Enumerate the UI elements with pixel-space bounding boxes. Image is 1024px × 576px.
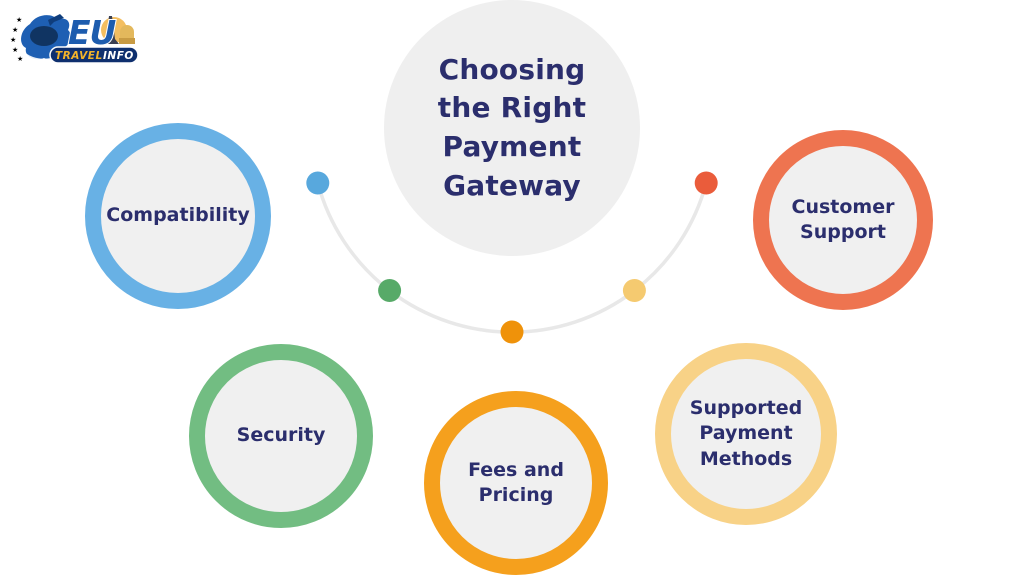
- arc-dot-security: [378, 279, 402, 302]
- airplane-icon: [48, 14, 64, 26]
- logo-eu-text: EU: [68, 13, 117, 52]
- svg-text:★: ★: [12, 26, 18, 34]
- node-label-fees-and-pricing: Fees and Pricing: [468, 458, 564, 506]
- node-circle-security: Security: [189, 344, 373, 528]
- logo-stars: ★ ★ ★ ★ ★: [10, 16, 23, 63]
- eu-travel-info-logo: ★ ★ ★ ★ ★ EU TRAVEL INFO: [10, 12, 139, 64]
- node-circle-compatibility: Compatibility: [85, 123, 271, 309]
- arc-dot-supported-payment-methods: [622, 279, 646, 302]
- building-base: [119, 38, 135, 44]
- center-topic-circle: Choosing the Right Payment Gateway: [384, 0, 640, 256]
- logo-banner: [49, 46, 139, 64]
- node-label-compatibility: Compatibility: [106, 204, 250, 227]
- node-circle-fees-and-pricing: Fees and Pricing: [424, 391, 608, 575]
- arc-dot-fees-and-pricing: [500, 320, 524, 344]
- arc-dot-compatibility: [306, 171, 330, 195]
- logo-info-text: INFO: [103, 50, 134, 62]
- node-circle-customer-support: Customer Support: [753, 130, 933, 310]
- eiffel-tower-icon: [102, 16, 119, 44]
- node-label-customer-support: Customer Support: [791, 195, 895, 243]
- node-circle-supported-payment-methods: Supported Payment Methods: [655, 343, 837, 525]
- svg-text:★: ★: [17, 55, 23, 63]
- center-topic-title: Choosing the Right Payment Gateway: [437, 52, 587, 202]
- logo-travel-text: TRAVEL: [55, 50, 103, 62]
- europe-map-highlight: [30, 26, 58, 46]
- node-label-supported-payment-methods: Supported Payment Methods: [689, 397, 803, 470]
- svg-text:★: ★: [12, 46, 18, 54]
- svg-text:★: ★: [10, 36, 16, 44]
- svg-text:★: ★: [16, 16, 22, 24]
- dome-building-icon: [120, 25, 134, 42]
- node-label-security: Security: [236, 424, 326, 447]
- arc-dot-customer-support: [694, 171, 718, 195]
